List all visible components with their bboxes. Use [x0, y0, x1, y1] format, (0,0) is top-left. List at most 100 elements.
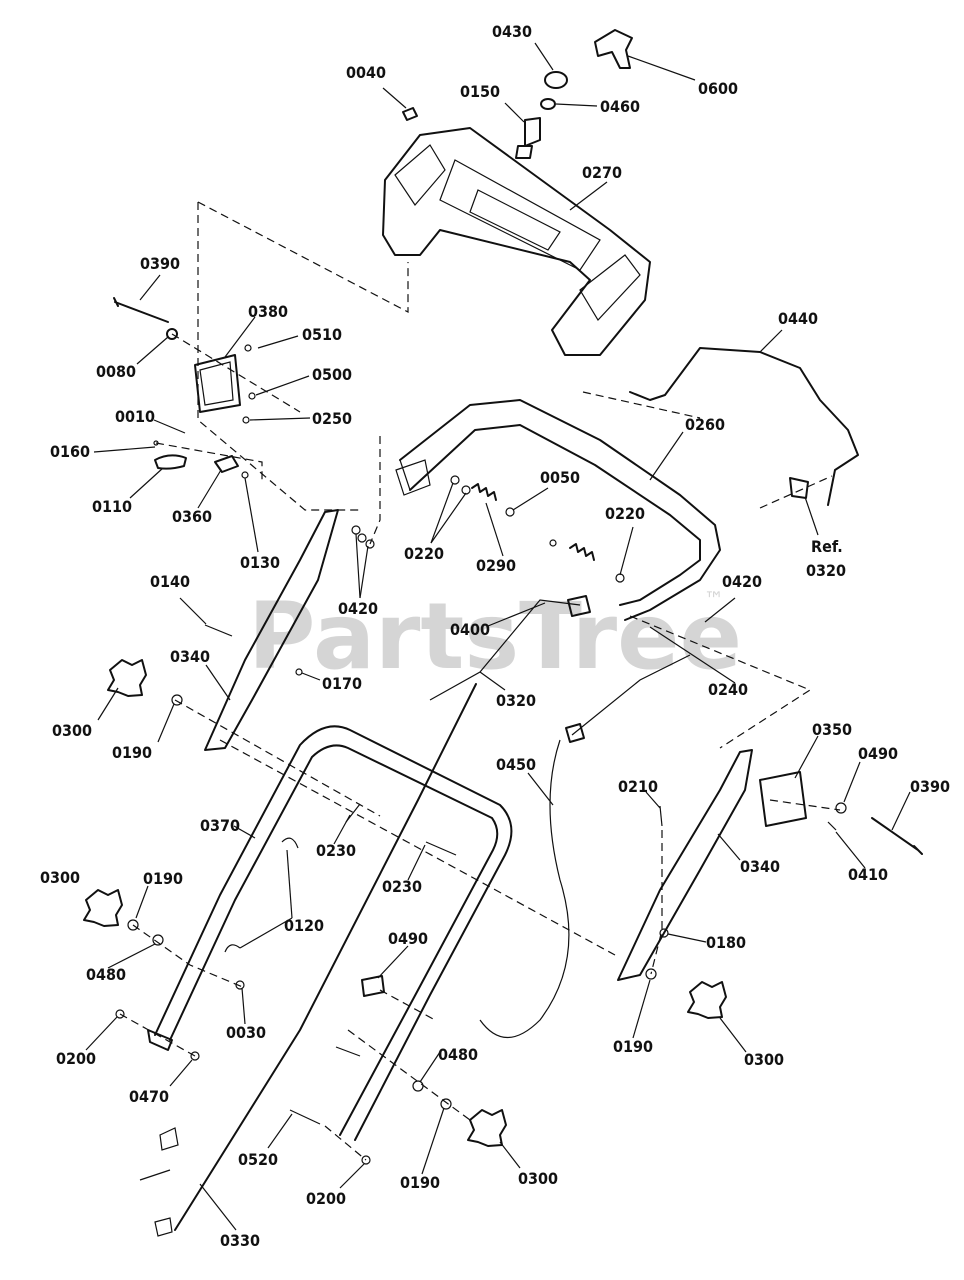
- part-0330-rod: [174, 683, 477, 1231]
- label-0410: 0410: [848, 865, 888, 884]
- part-labels: 0040 0430 0600 0150 0460 0270 0390 0380 …: [40, 22, 950, 1250]
- label-0190-d: 0190: [400, 1173, 440, 1192]
- label-0400: 0400: [450, 620, 490, 639]
- part-0430-key: [544, 71, 568, 89]
- part-0230-bolt-b: [425, 841, 457, 856]
- label-0110: 0110: [92, 497, 132, 516]
- watermark-trademark: ™: [704, 587, 724, 611]
- part-0440-bail: [629, 347, 859, 506]
- part-0520-bolt: [289, 1109, 321, 1125]
- part-0120-clip-b: [224, 944, 241, 953]
- label-0230-a: 0230: [316, 841, 356, 860]
- part-0300-knob-c: [687, 981, 727, 1019]
- label-0340-left: 0340: [170, 647, 210, 666]
- label-0210: 0210: [618, 777, 658, 796]
- part-0270-console: [382, 127, 651, 356]
- part-ref-0320-linkage: [789, 477, 809, 499]
- label-0130: 0130: [240, 553, 280, 572]
- label-0600: 0600: [698, 79, 738, 98]
- label-0440: 0440: [778, 309, 818, 328]
- label-0510: 0510: [302, 325, 342, 344]
- label-0140: 0140: [150, 572, 190, 591]
- part-0260-upper-handle: [395, 399, 721, 621]
- label-0190-b: 0190: [143, 869, 183, 888]
- part-0150-switch: [515, 117, 541, 159]
- part-0370-lower-handle: [154, 725, 513, 1141]
- part-0350-bracket: [759, 771, 807, 827]
- part-0390-bolt-left: [113, 297, 169, 323]
- label-0430: 0430: [492, 22, 532, 41]
- label-0300-d: 0300: [518, 1169, 558, 1188]
- leader-lines: [85, 42, 911, 1231]
- label-0230-b: 0230: [382, 877, 422, 896]
- label-0200-a: 0200: [56, 1049, 96, 1068]
- part-0290-spring-b: [569, 543, 595, 561]
- label-0080: 0080: [96, 362, 136, 381]
- part-0120-clip-a: [281, 837, 299, 849]
- label-0460: 0460: [600, 97, 640, 116]
- label-0150: 0150: [460, 82, 500, 101]
- label-0350: 0350: [812, 720, 852, 739]
- label-0180: 0180: [706, 933, 746, 952]
- label-0200-b: 0200: [306, 1189, 346, 1208]
- part-0460-nut: [540, 98, 556, 110]
- part-0360-latch: [214, 455, 239, 473]
- label-ref: Ref.: [811, 537, 843, 556]
- label-0320: 0320: [496, 691, 536, 710]
- label-0260: 0260: [685, 415, 725, 434]
- label-0520: 0520: [238, 1150, 278, 1169]
- label-0270: 0270: [582, 163, 622, 182]
- part-0110-lever: [154, 454, 187, 470]
- label-0190-a: 0190: [112, 743, 152, 762]
- label-0250: 0250: [312, 409, 352, 428]
- watermark: PartsTree: [248, 583, 742, 690]
- label-0190-c: 0190: [613, 1037, 653, 1056]
- part-0400-cable: [429, 599, 581, 701]
- label-0120: 0120: [284, 916, 324, 935]
- part-0290-spring-a: [471, 483, 497, 501]
- label-0300-b: 0300: [40, 868, 80, 887]
- part-0340-arm-right: [617, 749, 753, 981]
- label-0300-a: 0300: [52, 721, 92, 740]
- label-0290: 0290: [476, 556, 516, 575]
- label-0450: 0450: [496, 755, 536, 774]
- part-0140-bolt: [204, 624, 233, 637]
- label-0420-left: 0420: [338, 599, 378, 618]
- part-0040-plug: [402, 107, 418, 121]
- label-0500: 0500: [312, 365, 352, 384]
- label-0370: 0370: [200, 816, 240, 835]
- label-0480-a: 0480: [86, 965, 126, 984]
- label-0470: 0470: [129, 1087, 169, 1106]
- label-0390-left: 0390: [140, 254, 180, 273]
- label-0170: 0170: [322, 674, 362, 693]
- part-0490-bracket: [361, 975, 385, 997]
- label-0220-left: 0220: [404, 544, 444, 563]
- label-0490-right: 0490: [858, 744, 898, 763]
- part-0080-washer: [166, 328, 178, 340]
- label-0480-b: 0480: [438, 1045, 478, 1064]
- label-0160: 0160: [50, 442, 90, 461]
- label-0330: 0330: [220, 1231, 260, 1250]
- label-0220-right: 0220: [605, 504, 645, 523]
- label-0040: 0040: [346, 63, 386, 82]
- part-0300-knob-d: [467, 1109, 507, 1147]
- label-0390-right: 0390: [910, 777, 950, 796]
- label-0360: 0360: [172, 507, 212, 526]
- part-0600-key: [594, 29, 633, 69]
- label-0050: 0050: [540, 468, 580, 487]
- label-0320-ref: 0320: [806, 561, 846, 580]
- part-0450-cable: [479, 654, 691, 1039]
- assembly-lines: [119, 201, 841, 1161]
- part-0340-arm-left: [204, 509, 339, 751]
- label-0490: 0490: [388, 929, 428, 948]
- label-0420-right: 0420: [722, 572, 762, 591]
- label-0340-right: 0340: [740, 857, 780, 876]
- label-0240: 0240: [708, 680, 748, 699]
- part-0380-bracket: [194, 354, 241, 413]
- label-0030: 0030: [226, 1023, 266, 1042]
- label-0010: 0010: [115, 407, 155, 426]
- part-0300-knob-a: [107, 659, 147, 697]
- part-0390-bolt-right: [871, 817, 923, 855]
- label-0380: 0380: [248, 302, 288, 321]
